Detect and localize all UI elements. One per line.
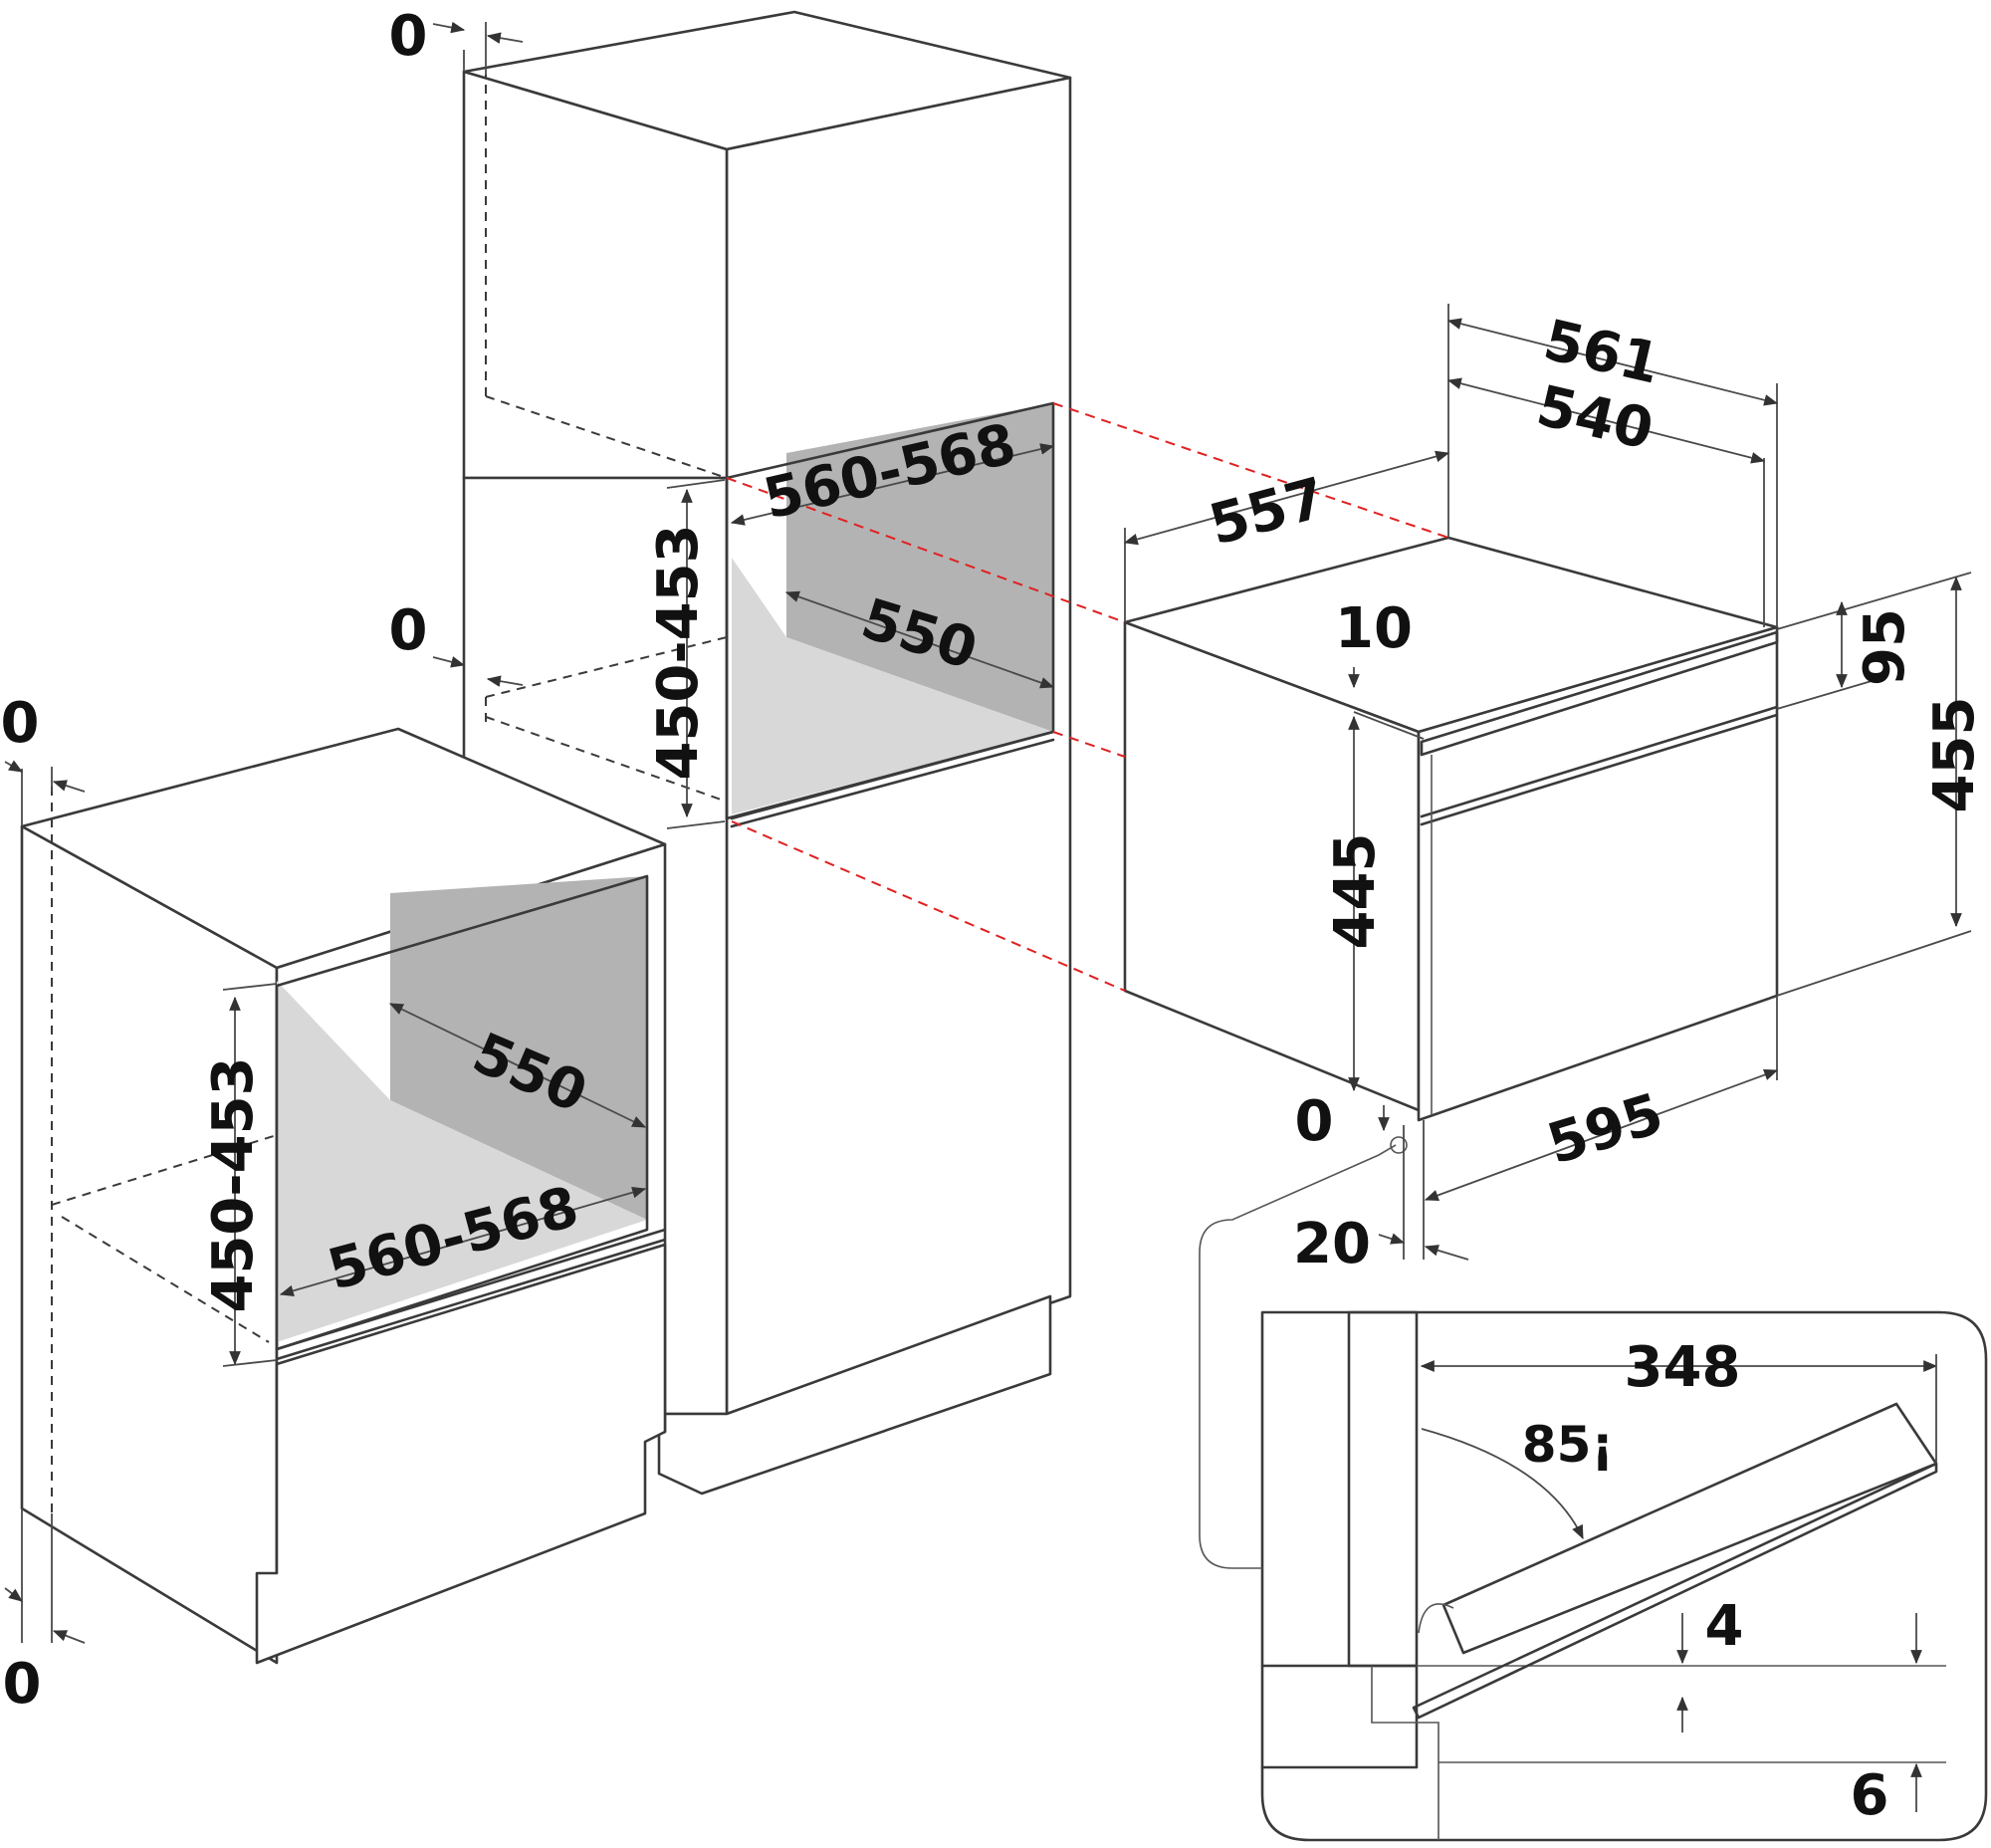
- label-gap-lower: 6: [1851, 1763, 1889, 1828]
- label-panel-height: 95: [1853, 608, 1917, 686]
- label-gap-upper: 4: [1705, 1594, 1744, 1659]
- label-base-bottom-clearance: 0: [3, 1652, 42, 1717]
- label-top-clearance: 0: [389, 4, 428, 69]
- label-base-top-clearance: 0: [1, 691, 40, 756]
- label-door-reach: 348: [1625, 1335, 1741, 1400]
- label-oven-front-width: 595: [1540, 1081, 1670, 1177]
- dimension-labels: 0 0 0 0 560-568 450-453 550 550 450-453 …: [1, 4, 1987, 1828]
- label-oven-bottom-gap: 0: [1295, 1089, 1334, 1154]
- built-in-oven: [1123, 536, 1779, 1122]
- label-tall-niche-height: 450-453: [646, 524, 711, 780]
- label-door-angle: 85¡: [1522, 1416, 1614, 1474]
- label-tall-side-clearance: 0: [389, 598, 428, 663]
- dimension-lines: [4, 21, 1972, 1812]
- label-oven-height-total: 455: [1922, 697, 1987, 813]
- label-oven-front-offset: 20: [1293, 1212, 1371, 1276]
- label-base-niche-height: 450-453: [201, 1056, 266, 1312]
- label-oven-body-height: 445: [1323, 833, 1388, 950]
- label-oven-body-width: 557: [1203, 466, 1332, 559]
- label-panel-offset: 10: [1335, 596, 1413, 661]
